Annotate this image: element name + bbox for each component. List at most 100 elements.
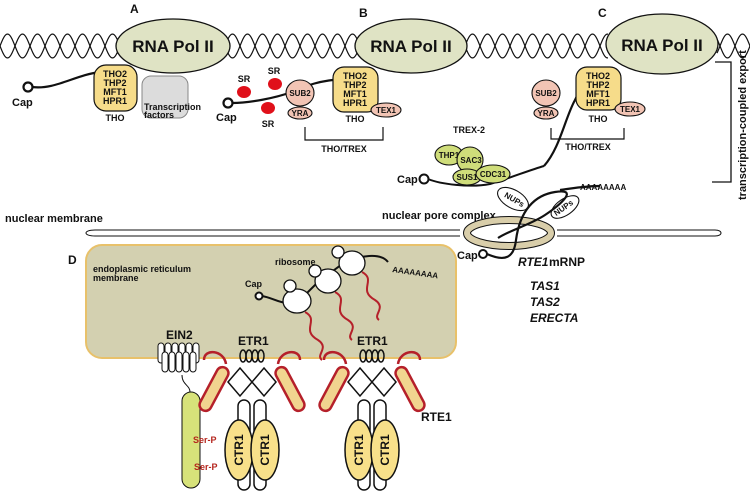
rte1-loop xyxy=(396,351,422,365)
ribosome-small-subunit xyxy=(308,264,322,278)
etr1-ctr1-complex: CTR1 CTR1 xyxy=(198,349,306,491)
ctr1-label: CTR1 xyxy=(378,434,392,466)
panel-b: Cap SR SR SR RNA Pol II SUB2 THO2 THP2 M… xyxy=(216,18,468,154)
tex1-protein xyxy=(614,101,646,117)
tho-complex xyxy=(575,66,622,111)
panel-c: RNA Pol II SUB2 THO2 THP2 MFT1 HPR1 YRA … xyxy=(397,13,719,212)
polya-tail: AAAAAAAA xyxy=(580,183,626,192)
panel-label-b: B xyxy=(359,6,368,20)
dna-strand xyxy=(465,33,608,59)
nuclear-pore xyxy=(463,216,555,250)
rna-pol-ii xyxy=(354,18,468,74)
dna-strand xyxy=(716,33,750,59)
sus1-label: SUS1 xyxy=(457,173,478,182)
cap-icon xyxy=(418,173,430,185)
ribosome-large-subunit xyxy=(314,268,342,294)
dna-strand xyxy=(0,33,119,59)
mrna-strand xyxy=(486,190,568,259)
cap-label: Cap xyxy=(397,174,418,186)
tho-protein: THO2 xyxy=(343,71,367,81)
tho-trex-bracket xyxy=(550,128,625,140)
sr-label: SR xyxy=(262,119,275,129)
ctr1-label: CTR1 xyxy=(352,434,366,466)
panel-label-a: A xyxy=(130,2,139,16)
ribosome-label: ribosome xyxy=(275,257,316,267)
nups-protein xyxy=(550,195,580,219)
dna-strand xyxy=(0,33,119,59)
tho-trex-label: THO/TREX xyxy=(565,142,611,152)
rte1-loop xyxy=(322,351,348,365)
transcription-factors-shape xyxy=(141,75,189,119)
tho-label: THO xyxy=(346,114,365,124)
tho-protein: MFT1 xyxy=(103,87,127,97)
rte1-protein xyxy=(198,365,230,413)
rte1-protein xyxy=(318,365,350,413)
yra-label: YRA xyxy=(538,109,555,118)
ribosome-small-subunit xyxy=(283,279,297,293)
mrna-strand xyxy=(559,184,601,192)
export-bracket xyxy=(712,61,732,183)
rna-pol-ii-label: RNA Pol II xyxy=(621,36,703,55)
etr1-domain xyxy=(347,366,397,398)
rte1-protein xyxy=(394,365,426,413)
etr1-transmembrane xyxy=(377,349,385,363)
rna-pol-ii xyxy=(605,13,719,75)
ein2-cterminal xyxy=(181,391,201,489)
mrna-strand xyxy=(427,165,545,187)
tex1-protein xyxy=(370,102,402,118)
gene-tas1: TAS1 xyxy=(530,279,560,293)
ctr1-protein xyxy=(250,419,280,481)
sac3-label: SAC3 xyxy=(460,156,482,165)
sr-label: SR xyxy=(238,74,251,84)
sub2-label: SUB2 xyxy=(289,89,311,98)
ribosome-large-subunit xyxy=(338,250,366,276)
yra-protein xyxy=(287,106,313,120)
sr-protein xyxy=(237,86,251,98)
transcription-factors-label: factors xyxy=(144,110,174,120)
trex2-label: TREX-2 xyxy=(453,125,485,135)
rte1-mrnp-gene: RTE1 xyxy=(518,255,549,269)
tex1-label: TEX1 xyxy=(620,105,641,114)
sub2-label: SUB2 xyxy=(535,89,557,98)
ctr1-label: CTR1 xyxy=(258,434,272,466)
tho-protein: THO2 xyxy=(586,71,610,81)
etr1-domain xyxy=(227,366,277,398)
tho-protein: THP2 xyxy=(343,80,366,90)
nuclear-pore-complex-label: nuclear pore complex xyxy=(382,210,497,222)
tho-protein: MFT1 xyxy=(586,89,610,99)
cap-icon xyxy=(254,291,264,301)
tho-protein: HPR1 xyxy=(103,96,127,106)
er-membrane xyxy=(85,244,457,359)
etr1-label: ETR1 xyxy=(357,334,388,348)
etr1-ctr1-complex: CTR1 CTR1 xyxy=(318,349,426,491)
dna-strand xyxy=(227,33,358,59)
cap-icon xyxy=(22,81,34,93)
yra-protein xyxy=(533,106,559,120)
panel-label-d: D xyxy=(68,253,77,267)
er-label: endoplasmic reticulum xyxy=(93,264,191,274)
cdc31-label: CDC31 xyxy=(480,170,507,179)
dna-helix xyxy=(0,33,750,59)
sr-label: SR xyxy=(268,66,281,76)
etr1-label: ETR1 xyxy=(238,334,269,348)
thp1-label: THP1 xyxy=(439,151,460,160)
transmembrane-helix xyxy=(168,351,176,373)
nuclear-membrane-label: nuclear membrane xyxy=(5,213,103,225)
gene-tas2: TAS2 xyxy=(530,295,560,309)
sr-protein xyxy=(268,78,282,90)
transcription-factors-label: Transcription xyxy=(144,102,201,112)
dna-strand xyxy=(716,33,750,59)
ctr1-label: CTR1 xyxy=(232,434,246,466)
dna-strand xyxy=(227,33,358,59)
tho-trex-bracket xyxy=(304,127,384,141)
polysome: AAAAAAAA xyxy=(254,245,439,361)
ribosome-small-subunit xyxy=(331,245,345,259)
tho-protein: MFT1 xyxy=(343,89,367,99)
tho-protein: THO2 xyxy=(103,69,127,79)
rte1-mrnp-suffix: mRNP xyxy=(549,255,585,269)
tho-complex xyxy=(332,66,379,113)
ein2-transmembrane xyxy=(157,342,200,373)
tho-label: THO xyxy=(106,113,125,123)
